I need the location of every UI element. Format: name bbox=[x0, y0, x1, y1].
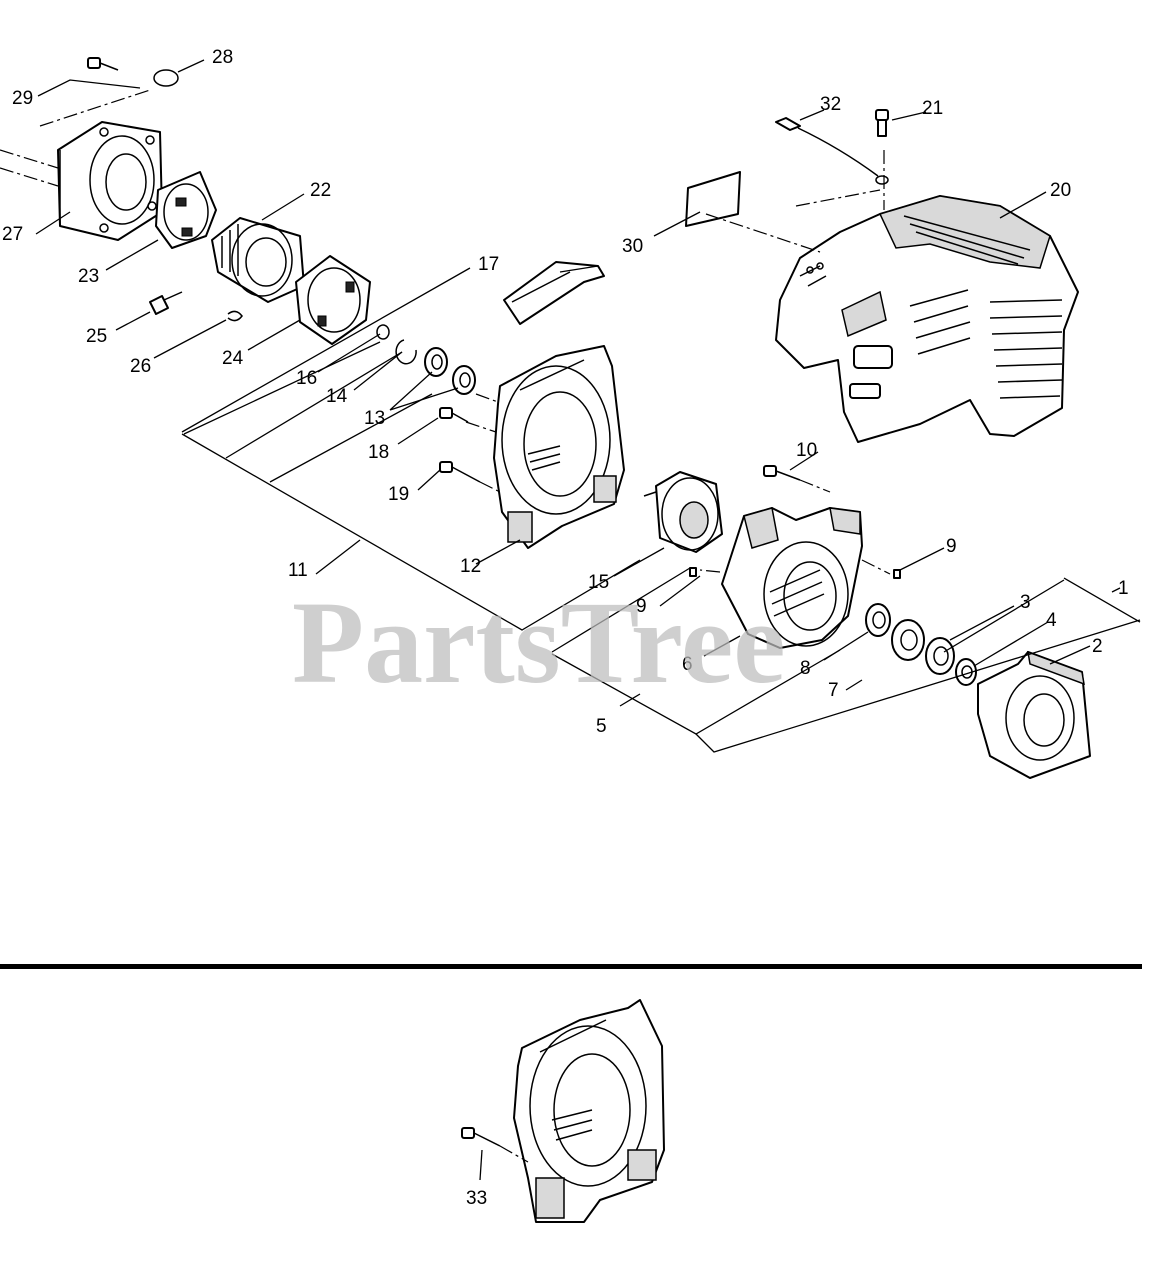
callout-15: 15 bbox=[588, 572, 609, 593]
callout-9-left: 9 bbox=[636, 596, 647, 617]
part-28-ring bbox=[153, 69, 179, 87]
part-2-crankcase-cover bbox=[977, 650, 1091, 779]
part-6-crankcase bbox=[721, 507, 863, 649]
callout-22: 22 bbox=[310, 180, 331, 201]
part-13-bearings bbox=[424, 347, 476, 395]
callout-27: 27 bbox=[2, 224, 23, 245]
callout-7: 7 bbox=[828, 680, 839, 701]
part-23-clutch-shoe bbox=[155, 171, 217, 249]
callout-2: 2 bbox=[1092, 636, 1103, 657]
callout-18: 18 bbox=[368, 442, 389, 463]
section-divider bbox=[0, 964, 1142, 969]
callout-3: 3 bbox=[1020, 592, 1031, 613]
callout-6: 6 bbox=[682, 654, 693, 675]
part-33-alt-housing bbox=[513, 999, 665, 1223]
part-26-clip bbox=[227, 310, 243, 322]
leader-33 bbox=[479, 1149, 483, 1181]
callouts: 28 29 27 23 22 25 26 24 17 16 14 13 18 1… bbox=[2, 47, 1129, 737]
part-19-screw bbox=[439, 461, 481, 483]
part-14-snap-ring bbox=[395, 339, 417, 365]
part-15-flywheel-cup bbox=[643, 471, 723, 553]
part-21-spark-terminal bbox=[875, 109, 889, 137]
part-24-liner-ring bbox=[295, 255, 371, 345]
part-33-screw bbox=[461, 1127, 529, 1163]
callout-26: 26 bbox=[130, 356, 151, 377]
part-9-pins bbox=[689, 567, 901, 579]
partstree-watermark: PartsTree bbox=[292, 577, 786, 708]
callout-1: 1 bbox=[1118, 578, 1129, 599]
part-29-screw bbox=[87, 57, 119, 71]
centerline-housing bbox=[465, 393, 501, 493]
callout-32: 32 bbox=[820, 94, 841, 115]
callout-21: 21 bbox=[922, 98, 943, 119]
part-20-engine-cover bbox=[775, 195, 1079, 443]
part-10-screw bbox=[763, 465, 801, 481]
part-16-o-ring bbox=[376, 324, 390, 340]
part-25-bolt bbox=[149, 291, 183, 315]
part-12-fan-housing bbox=[493, 345, 625, 549]
callout-4: 4 bbox=[1046, 610, 1057, 631]
part-8-seal bbox=[865, 603, 891, 637]
part-17-clip-plate bbox=[503, 261, 605, 325]
callout-23: 23 bbox=[78, 266, 99, 287]
callout-24: 24 bbox=[222, 348, 244, 369]
callout-28: 28 bbox=[212, 47, 233, 68]
part-18-screw bbox=[439, 407, 469, 423]
callout-11: 11 bbox=[288, 560, 308, 581]
centerline-crankcase bbox=[699, 479, 891, 575]
part-32-wire bbox=[775, 117, 889, 185]
callout-33: 33 bbox=[466, 1188, 487, 1209]
callout-12: 12 bbox=[460, 556, 481, 577]
part-3-bearing bbox=[925, 637, 955, 675]
callout-13: 13 bbox=[364, 408, 385, 429]
callout-25: 25 bbox=[86, 326, 107, 347]
centerline-top bbox=[39, 89, 151, 127]
callout-20: 20 bbox=[1050, 180, 1071, 201]
callout-30: 30 bbox=[622, 236, 643, 257]
part-27-gear-case bbox=[57, 121, 163, 241]
callout-16: 16 bbox=[296, 368, 317, 389]
callout-8: 8 bbox=[800, 658, 811, 679]
callout-10: 10 bbox=[796, 440, 817, 461]
part-22-clutch-drum bbox=[211, 217, 305, 303]
part-7-bearing bbox=[891, 619, 925, 661]
callout-5: 5 bbox=[596, 716, 607, 737]
centerline-cover bbox=[705, 150, 885, 253]
callout-19: 19 bbox=[388, 484, 409, 505]
part-30-label bbox=[685, 171, 741, 227]
callout-29: 29 bbox=[12, 88, 33, 109]
callout-17: 17 bbox=[478, 254, 499, 275]
leader-lines bbox=[35, 59, 1141, 753]
centerline-left-upper bbox=[0, 149, 59, 187]
callout-14: 14 bbox=[326, 386, 348, 407]
callout-9-right: 9 bbox=[946, 536, 957, 557]
